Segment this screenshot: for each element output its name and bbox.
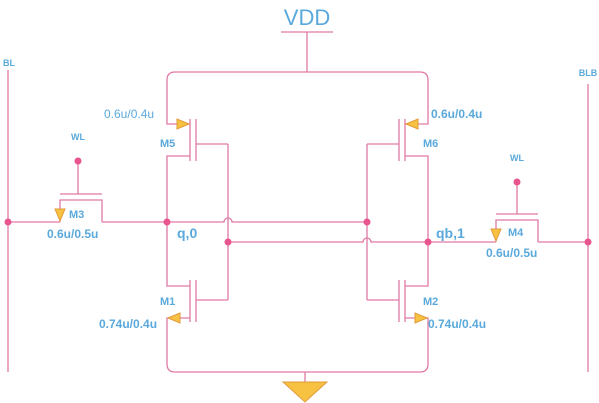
blb-label: BLB <box>579 68 598 78</box>
m6-size-label: 0.6u/0.4u <box>431 107 482 121</box>
m5-name-label: M5 <box>160 138 175 150</box>
q-node-label: q,0 <box>177 225 197 241</box>
ground-icon <box>281 381 329 403</box>
junction-dot <box>163 218 171 226</box>
m6-arrow-icon <box>404 118 419 130</box>
junction-dot <box>4 218 12 226</box>
wl-right-label: WL <box>510 153 524 163</box>
ground-rail <box>166 345 429 373</box>
wl-left-label: WL <box>71 132 85 142</box>
m3-arrow-icon <box>54 208 66 223</box>
m2-size-label: 0.74u/0.4u <box>428 317 486 331</box>
m2-drain-path <box>405 242 429 287</box>
m6-source-path <box>405 155 429 242</box>
junction-dot <box>363 218 371 226</box>
m1-size-label: 0.74u/0.4u <box>99 317 157 331</box>
m5-size-label: 0.6u/0.4u <box>104 107 154 121</box>
vdd-rail <box>166 71 429 104</box>
wl-right-terminal <box>513 178 521 186</box>
m2-arrow-icon <box>414 312 429 324</box>
m6-name-label: M6 <box>423 138 438 150</box>
m1-drain-path <box>166 222 190 287</box>
q-cross-wire <box>167 217 367 223</box>
wl-left-terminal <box>74 157 82 165</box>
m5-arrow-icon <box>176 118 191 130</box>
vdd-label: VDD <box>284 5 330 30</box>
qb-cross-wire <box>228 237 428 243</box>
junction-dot <box>584 238 592 246</box>
m4-name-label: M4 <box>508 227 524 239</box>
qb-node-label: qb,1 <box>436 225 465 241</box>
m3-size-label: 0.6u/0.5u <box>47 227 98 241</box>
m4-arrow-icon <box>490 228 502 243</box>
m4-size-label: 0.6u/0.5u <box>486 246 537 260</box>
bl-label: BL <box>3 58 15 68</box>
junction-dot <box>224 238 232 246</box>
m3-name-label: M3 <box>69 209 84 221</box>
m1-name-label: M1 <box>160 296 175 308</box>
m2-name-label: M2 <box>423 296 438 308</box>
m1-arrow-icon <box>166 312 181 324</box>
junction-dot <box>424 238 432 246</box>
m5-source-path <box>166 155 190 222</box>
